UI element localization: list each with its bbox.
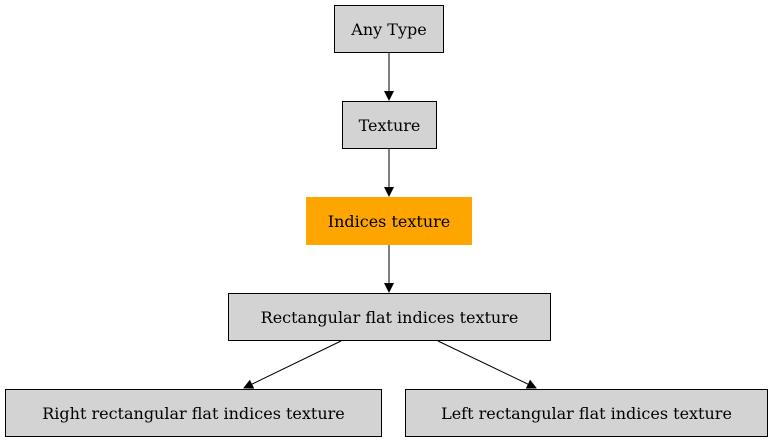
node-indices-texture-label: Indices texture — [327, 211, 451, 231]
node-rectangular-flat-indices-texture[interactable]: Rectangular flat indices texture — [228, 293, 551, 341]
node-texture[interactable]: Texture — [342, 101, 437, 149]
node-right-rectangular-flat-indices-texture-label: Right rectangular flat indices texture — [42, 403, 345, 423]
node-texture-label: Texture — [358, 115, 421, 135]
node-rectangular-flat-indices-texture-label: Rectangular flat indices texture — [260, 307, 519, 327]
edge-rect-to-right — [243, 340, 342, 389]
node-left-rectangular-flat-indices-texture-label: Left rectangular flat indices texture — [441, 403, 732, 423]
node-indices-texture[interactable]: Indices texture — [306, 197, 472, 245]
node-any-type-label: Any Type — [351, 19, 427, 39]
edge-rect-to-left — [437, 340, 537, 389]
node-right-rectangular-flat-indices-texture[interactable]: Right rectangular flat indices texture — [5, 389, 382, 437]
node-left-rectangular-flat-indices-texture[interactable]: Left rectangular flat indices texture — [405, 389, 768, 437]
node-any-type[interactable]: Any Type — [334, 5, 444, 53]
